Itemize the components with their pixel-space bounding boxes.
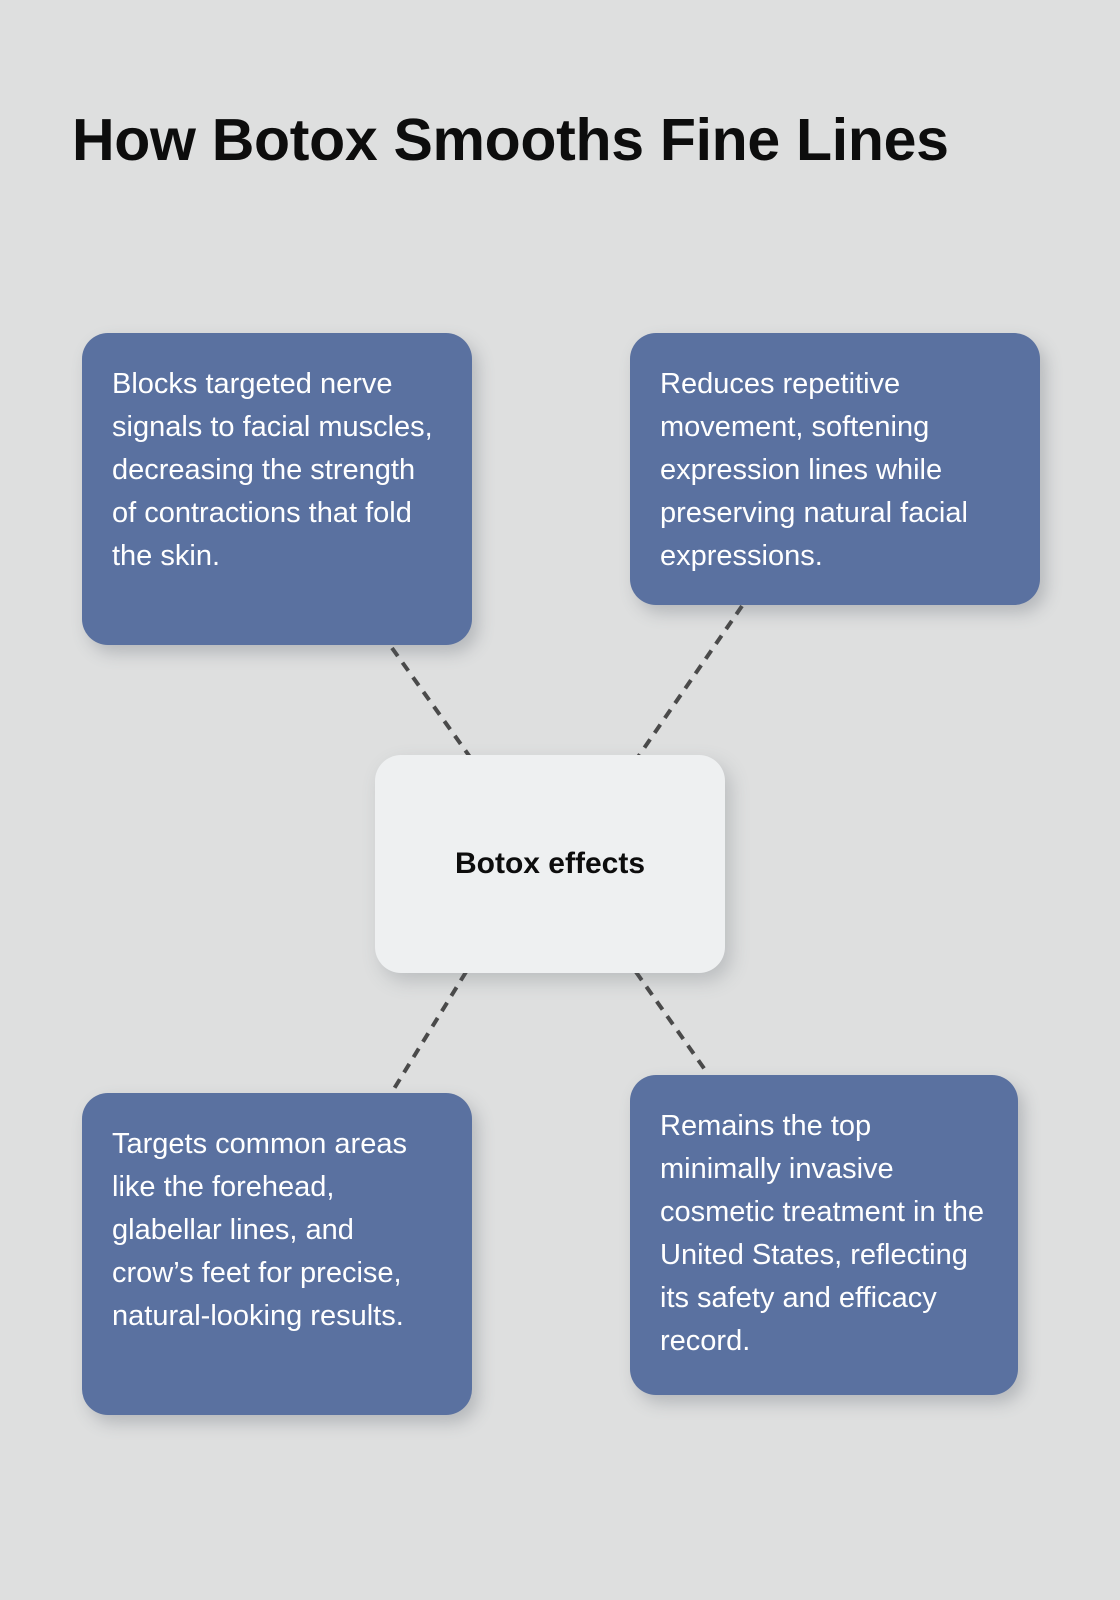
page-title: How Botox Smooths Fine Lines [72,107,949,173]
effect-card-top-left[interactable]: Blocks targeted nerve signals to facial … [82,333,472,645]
effect-card-bottom-right[interactable]: Remains the top minimally invasive cosme… [630,1075,1018,1395]
connector-bottom-right [634,970,710,1076]
hub-node-label: Botox effects [454,847,646,880]
connector-top-left [390,646,472,759]
effect-card-top-left-text: Blocks targeted nerve signals to facial … [112,368,433,572]
effect-card-bottom-right-text: Remains the top minimally invasive cosme… [660,1110,984,1357]
effect-card-top-right-text: Reduces repetitive movement, softening e… [660,368,968,572]
effect-card-top-right[interactable]: Reduces repetitive movement, softening e… [630,333,1040,605]
hub-node[interactable]: Botox effects [375,755,725,973]
connector-bottom-left [390,970,468,1094]
effect-card-bottom-left-text: Targets common areas like the forehead, … [112,1128,407,1332]
connector-top-right [636,604,744,759]
effect-card-bottom-left[interactable]: Targets common areas like the forehead, … [82,1093,472,1415]
